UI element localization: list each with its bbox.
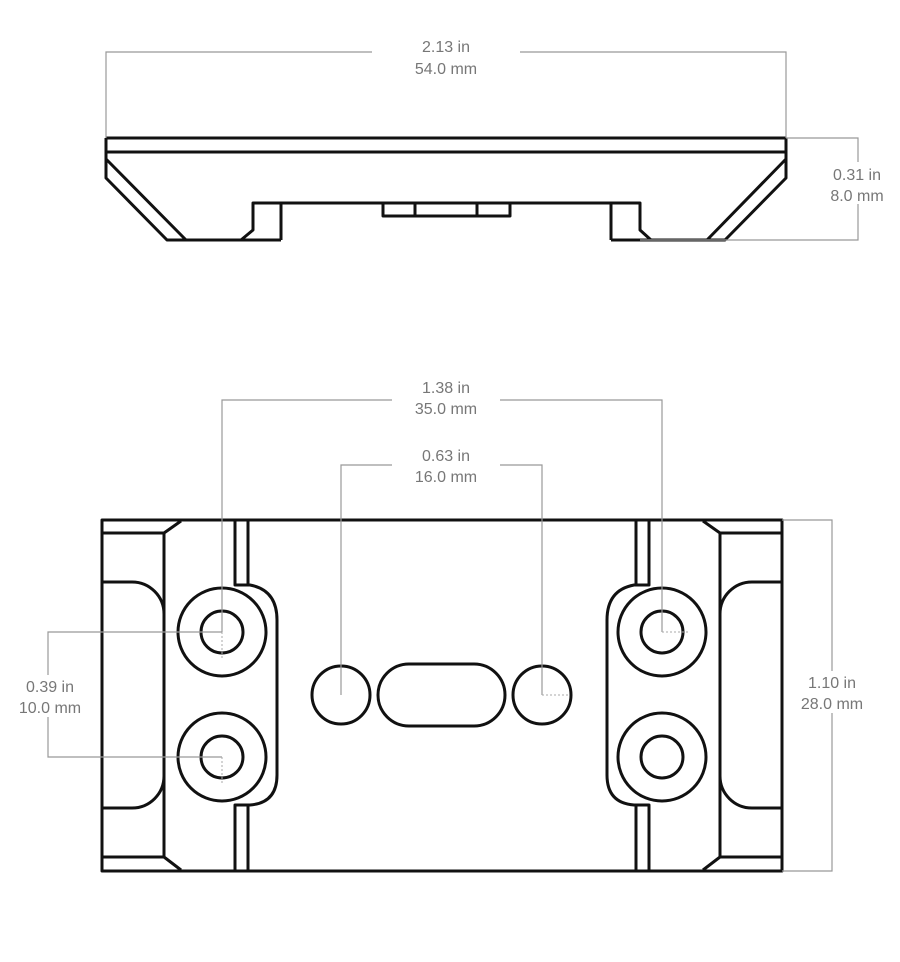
width-dim-in: 2.13 in	[422, 39, 470, 56]
part-height-dimension: 1.10 in 28.0 mm	[782, 519, 876, 872]
hole-pitch-dimension: 0.39 in 10.0 mm	[8, 631, 223, 785]
center-holes-dimension: 0.63 in 16.0 mm	[340, 448, 570, 696]
width-dim-mm: 54.0 mm	[415, 61, 477, 78]
thickness-dimension: 0.31 in 8.0 mm	[640, 137, 894, 241]
center-holes-dim-in: 0.63 in	[422, 448, 470, 465]
outer-holes-dimension: 1.38 in 35.0 mm	[221, 380, 690, 660]
hole-pitch-dim-in: 0.39 in	[26, 679, 74, 696]
part-height-dim-in: 1.10 in	[808, 675, 856, 692]
width-dimension: 2.13 in 54.0 mm	[105, 39, 787, 138]
hole-pitch-dim-mm: 10.0 mm	[19, 700, 81, 717]
thickness-dim-mm: 8.0 mm	[830, 188, 883, 205]
center-holes-dim-mm: 16.0 mm	[415, 469, 477, 486]
thickness-dim-in: 0.31 in	[833, 167, 881, 184]
outer-holes-dim-in: 1.38 in	[422, 380, 470, 397]
side-profile-view	[104, 136, 788, 242]
part-height-dim-mm: 28.0 mm	[801, 696, 863, 713]
bottom-view	[100, 518, 784, 873]
outer-holes-dim-mm: 35.0 mm	[415, 401, 477, 418]
